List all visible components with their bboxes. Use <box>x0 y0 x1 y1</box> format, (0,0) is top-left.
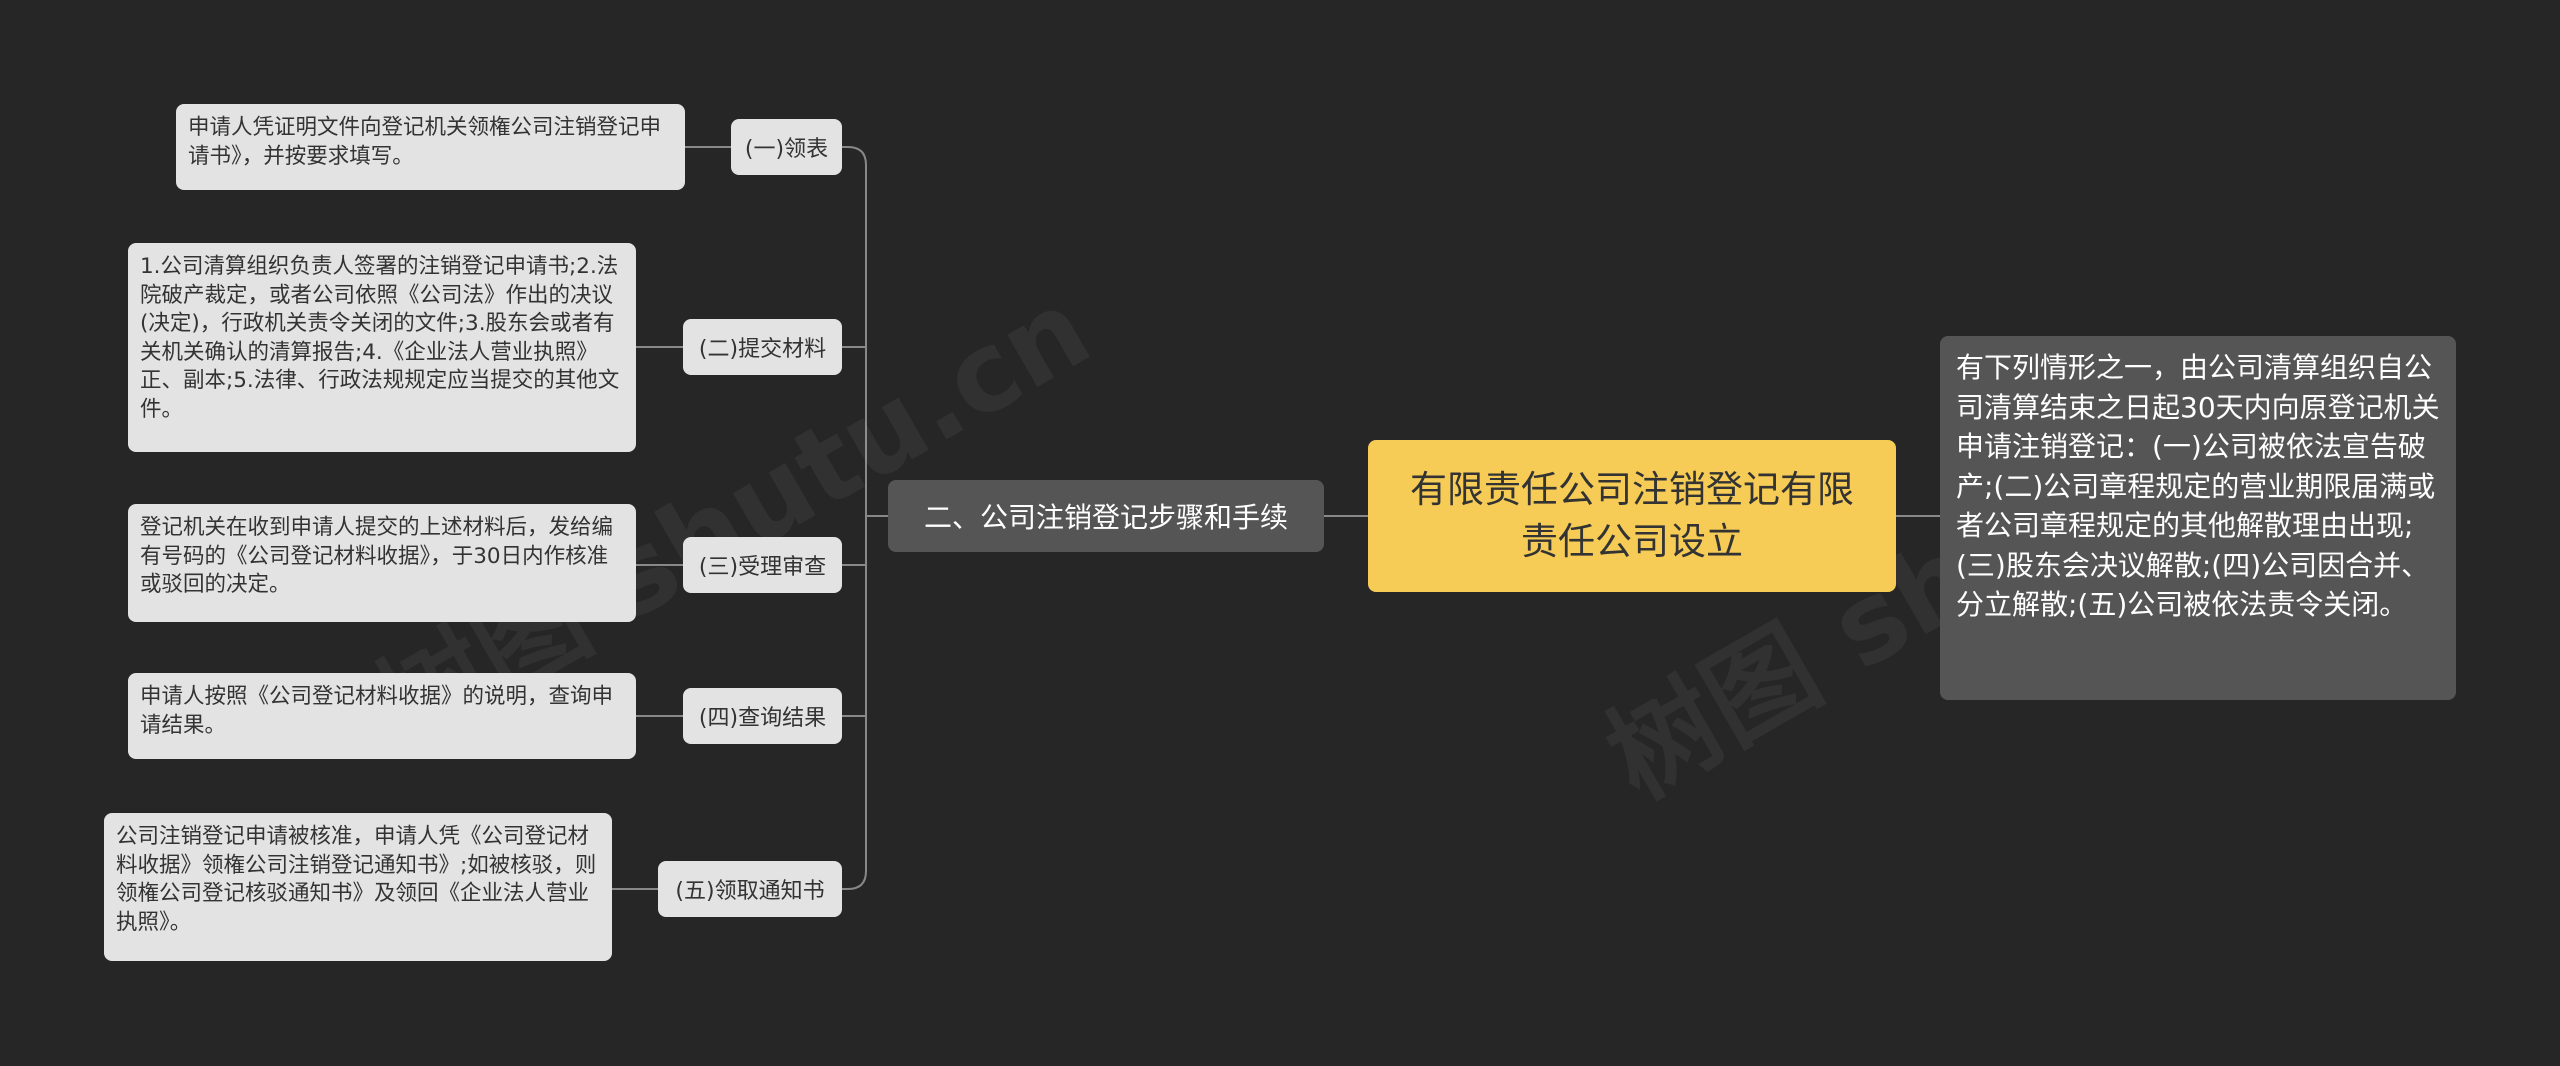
leaf-node-4[interactable]: 申请人按照《公司登记材料收据》的说明，查询申请结果。 <box>128 673 636 759</box>
step-label: (二)提交材料 <box>698 337 827 362</box>
step-node-1[interactable]: (一)领表 <box>731 119 842 175</box>
root-node[interactable]: 有限责任公司注销登记有限责任公司设立 <box>1368 440 1896 592</box>
leaf-node-3[interactable]: 登记机关在收到申请人提交的上述材料后，发给编有号码的《公司登记材料收据》，于30… <box>128 504 636 622</box>
step-node-2[interactable]: (二)提交材料 <box>683 319 842 375</box>
branch-node[interactable]: 二、公司注销登记步骤和手续 <box>888 480 1324 552</box>
leaf-node-1[interactable]: 申请人凭证明文件向登记机关领権公司注销登记申请书》，并按要求填写。 <box>176 104 685 190</box>
branch-node-label: 二、公司注销登记步骤和手续 <box>923 501 1288 534</box>
step-label: (四)查询结果 <box>698 706 827 731</box>
step-label: (三)受理审查 <box>698 555 827 580</box>
step-label: (五)领取通知书 <box>675 879 825 904</box>
step-node-3[interactable]: (三)受理审查 <box>683 537 842 593</box>
step-node-4[interactable]: (四)查询结果 <box>683 688 842 744</box>
leaf-node-2[interactable]: 1.公司清算组织负责人签署的注销登记申请书;2.法院破产裁定，或者公司依照《公司… <box>128 243 636 452</box>
leaf-node-5[interactable]: 公司注销登记申请被核准，申请人凭《公司登记材料收据》领権公司注销登记通知书》;如… <box>104 813 612 961</box>
root-node-label: 有限责任公司注销登记有限责任公司设立 <box>1410 468 1854 563</box>
step-label: (一)领表 <box>744 137 829 162</box>
description-node[interactable]: 有下列情形之一，由公司清算组织自公司清算结束之日起30天内向原登记机关申请注销登… <box>1940 336 2456 700</box>
step-node-5[interactable]: (五)领取通知书 <box>658 861 842 917</box>
